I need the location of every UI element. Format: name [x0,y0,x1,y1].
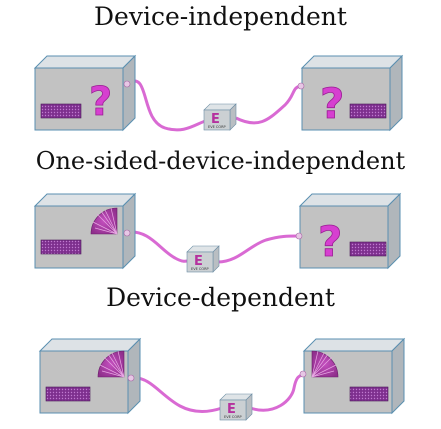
heading-one-sided-device-independent: One-sided-device-independent [35,147,406,175]
device-box-left [34,193,136,269]
eve-box-icon: E EVE CORP [203,103,237,131]
device-box-right: ? [301,55,403,131]
question-mark-icon: ? [89,79,112,125]
eve-caption: EVE CORP [224,415,242,419]
eve-box-icon: E EVE CORP [219,393,253,421]
cable-right [235,84,301,125]
display-icon [45,386,91,402]
heading-device-dependent: Device-dependent [106,283,335,312]
cable-left [127,79,209,132]
display-icon [349,241,387,257]
cable-left [131,376,223,413]
device-box-right [303,338,405,414]
question-mark-icon: ? [318,217,342,266]
cable-right [249,372,305,412]
row-one-sided-device-independent: E EVE CORP ? [34,193,401,273]
device-box-right: ? [299,193,401,269]
eve-letter: E [227,402,236,417]
display-icon [40,103,82,119]
row-device-independent: ? E EVE CORP ? [34,55,403,132]
heading-device-independent: Device-independent [94,2,347,31]
display-icon [349,103,387,119]
device-box-left: ? [34,55,136,131]
cable-left [127,230,191,263]
display-icon [40,239,82,255]
eve-letter: E [194,254,203,269]
eve-caption: EVE CORP [208,125,226,129]
row-device-dependent: E EVE CORP [39,338,405,421]
eve-caption: EVE CORP [191,267,209,271]
question-mark-icon: ? [320,79,344,128]
display-icon [349,386,389,402]
cable-right [217,234,299,264]
device-box-left [39,338,141,414]
eve-box-icon: E EVE CORP [186,245,220,273]
eve-letter: E [211,112,220,127]
